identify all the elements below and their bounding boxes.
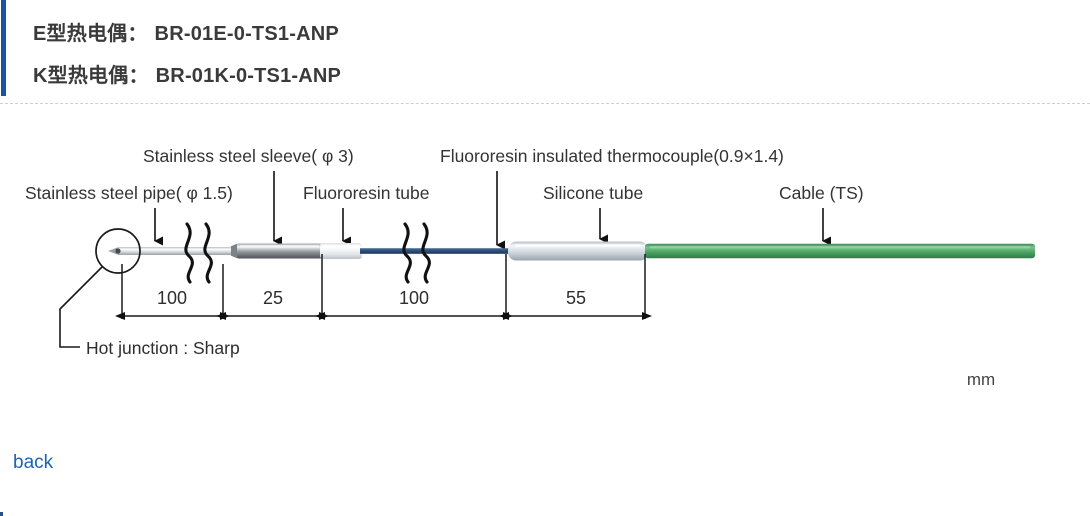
hot-junction-magnifier-circle bbox=[95, 228, 141, 274]
callout-label-silicone-tube: Silicone tube bbox=[543, 183, 643, 203]
fluororesin-insulated-thermocouple-wire bbox=[360, 248, 512, 254]
footer-mark bbox=[0, 512, 3, 516]
header-divider bbox=[0, 103, 1090, 104]
product-label-e-type: E型热电偶： bbox=[33, 23, 148, 45]
probe-assembly bbox=[95, 222, 1035, 284]
fluororesin-tube-highlight bbox=[323, 245, 359, 248]
sleeve-shoulder bbox=[231, 243, 237, 259]
callout-label-fluororesin-thermocouple: Fluororesin insulated thermocouple(0.9×1… bbox=[440, 146, 784, 166]
sleeve-highlight bbox=[240, 245, 319, 248]
cable-highlight bbox=[650, 246, 1030, 249]
hot-junction-point bbox=[115, 248, 121, 254]
probe-dimension-diagram: Stainless steel sleeve( φ 3) Fluororesin… bbox=[0, 104, 1090, 424]
product-title-k-type: K型热电偶： BR-01K-0-TS1-ANP bbox=[33, 59, 341, 88]
header: E型热电偶： BR-01E-0-TS1-ANP K型热电偶： BR-01K-0-TS… bbox=[0, 0, 1090, 96]
silicone-tube-highlight bbox=[515, 244, 641, 247]
stainless-steel-pipe-body bbox=[118, 247, 242, 255]
callout-label-cable: Cable (TS) bbox=[779, 183, 864, 203]
product-code-e-type: BR-01E-0-TS1-ANP bbox=[154, 23, 339, 45]
break-symbol-wire bbox=[402, 222, 431, 284]
product-label-k-type: K型热电偶： bbox=[33, 65, 149, 87]
dimension-value-2: 100 bbox=[399, 288, 429, 308]
callout-label-fluororesin-tube: Fluororesin tube bbox=[303, 183, 429, 203]
dimension-value-0: 100 bbox=[157, 288, 187, 308]
dimension-extension-lines bbox=[121, 254, 646, 319]
diagram-svg: Stainless steel sleeve( φ 3) Fluororesin… bbox=[25, 146, 1035, 389]
unit-label: mm bbox=[967, 370, 995, 389]
hot-junction-note: Hot junction : Sharp bbox=[86, 338, 240, 358]
callout-arrows bbox=[154, 171, 831, 250]
back-link[interactable]: back bbox=[13, 452, 54, 473]
sharp-tip bbox=[108, 247, 118, 255]
dimension-value-1: 25 bbox=[263, 288, 283, 308]
break-symbol-pipe bbox=[184, 222, 213, 284]
header-accent-bar bbox=[1, 0, 6, 96]
hot-junction-leader bbox=[59, 266, 103, 348]
product-title-e-type: E型热电偶： BR-01E-0-TS1-ANP bbox=[33, 17, 339, 46]
dimension-value-3: 55 bbox=[566, 288, 586, 308]
callout-label-stainless-pipe: Stainless steel pipe( φ 1.5) bbox=[25, 183, 233, 203]
cable-body bbox=[645, 243, 1035, 259]
product-code-k-type: BR-01K-0-TS1-ANP bbox=[155, 65, 342, 87]
callout-label-stainless-sleeve: Stainless steel sleeve( φ 3) bbox=[143, 146, 354, 166]
